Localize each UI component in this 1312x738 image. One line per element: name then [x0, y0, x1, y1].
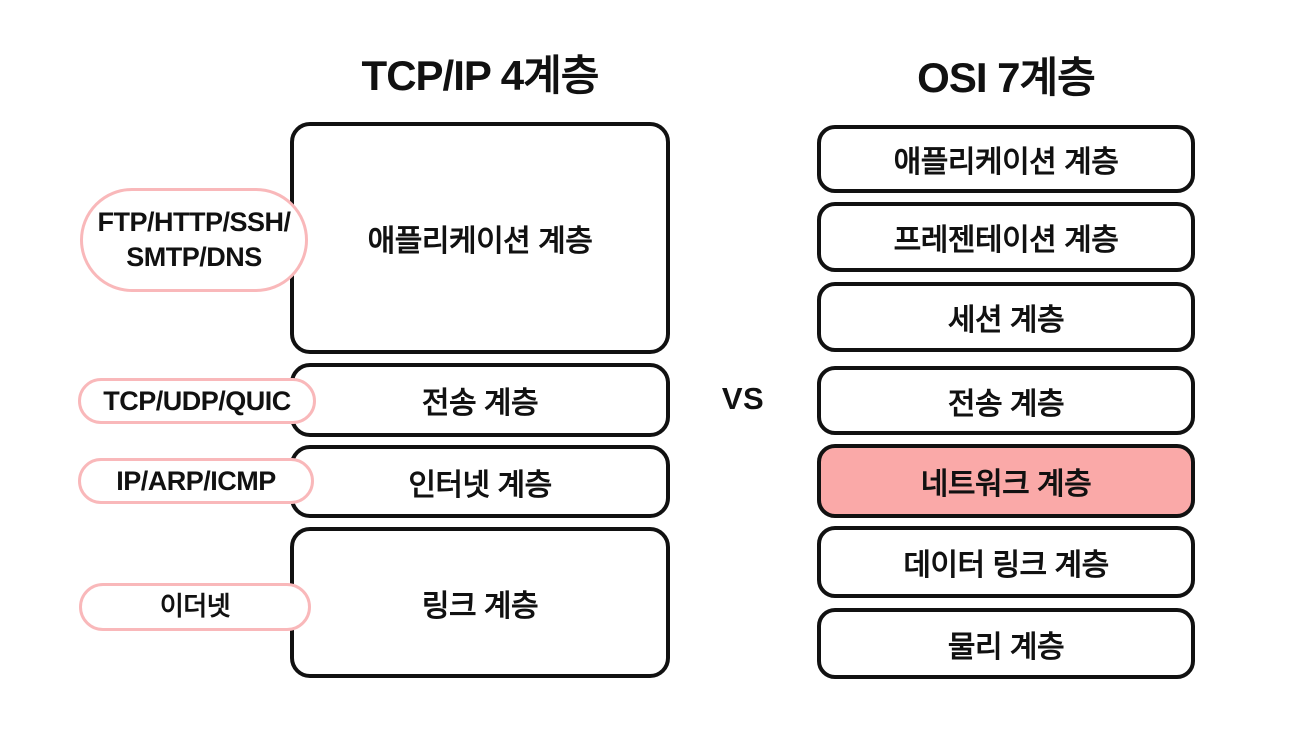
osi-box-physical: 물리 계층 [817, 608, 1195, 679]
box-label: 애플리케이션 계층 [893, 146, 1119, 179]
protocols-pill-link: 이더넷 [79, 583, 311, 631]
pill-label-line: FTP/HTTP/SSH/ [97, 207, 291, 238]
box-label: 세션 계층 [947, 304, 1065, 337]
box-label: 링크 계층 [421, 589, 539, 623]
box-label: 전송 계층 [947, 387, 1065, 421]
pill-label-line: 이더넷 [159, 591, 231, 622]
osi-box-presentation: 프레젠테이션 계층 [817, 202, 1195, 272]
pill-label-line: SMTP/DNS [126, 242, 262, 272]
osi-box-transport: 전송 계층 [817, 366, 1195, 435]
box-label: 프레젠테이션 계층 [893, 224, 1119, 257]
box-label: 물리 계층 [947, 630, 1065, 664]
osi-box-datalink: 데이터 링크 계층 [817, 526, 1195, 598]
vs-label: VS [721, 381, 765, 416]
tcpip-box-internet: 인터넷 계층 [290, 445, 670, 518]
tcpip-box-link: 링크 계층 [290, 527, 670, 678]
osi-column-title: OSI 7계층 [917, 54, 1096, 101]
protocols-pill-transport: TCP/UDP/QUIC [78, 378, 316, 424]
osi-box-session: 세션 계층 [817, 282, 1195, 352]
protocols-pill-application: FTP/HTTP/SSH/ SMTP/DNS [80, 188, 308, 292]
box-label: 전송 계층 [421, 387, 539, 420]
tcpip-box-transport: 전송 계층 [290, 363, 670, 437]
osi-box-network: 네트워크 계층 [817, 444, 1195, 518]
box-label: 인터넷 계층 [408, 468, 552, 502]
tcpip-box-application: 애플리케이션 계층 [290, 122, 670, 354]
pill-label-line: TCP/UDP/QUIC [103, 385, 291, 416]
protocols-pill-internet: IP/ARP/ICMP [78, 458, 314, 504]
box-label: 네트워크 계층 [920, 468, 1092, 501]
osi-box-application: 애플리케이션 계층 [817, 125, 1195, 193]
tcpip-column-title: TCP/IP 4계층 [361, 52, 600, 99]
box-label: 데이터 링크 계층 [903, 549, 1109, 582]
box-label: 애플리케이션 계층 [367, 225, 593, 258]
pill-label-line: IP/ARP/ICMP [116, 465, 276, 496]
